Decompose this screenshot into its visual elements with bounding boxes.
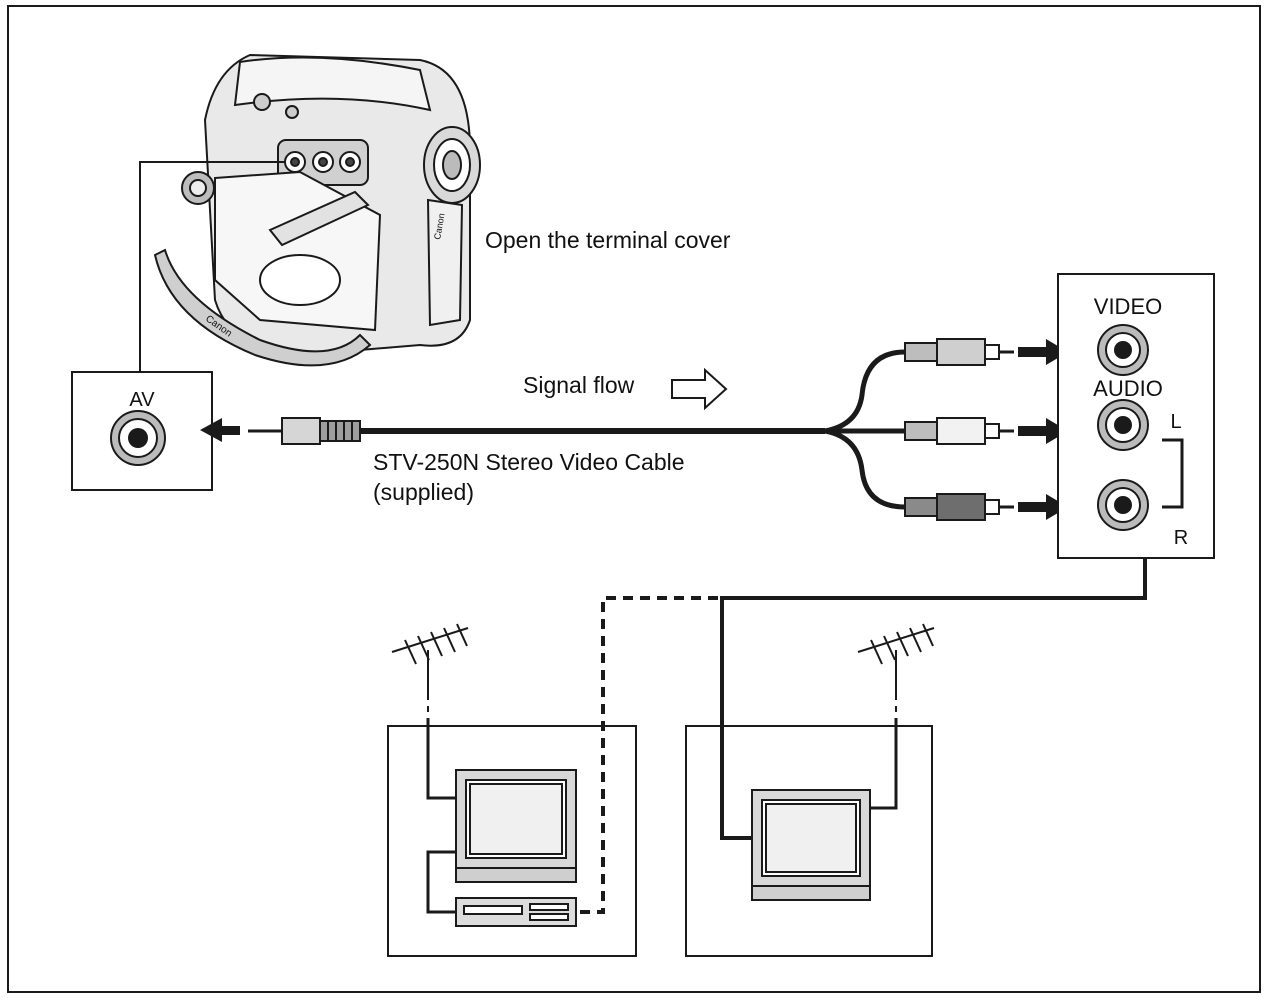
cable-branch-video	[824, 349, 906, 434]
av-input-arrow	[200, 418, 240, 442]
tv-vcr-link-cable	[426, 850, 456, 914]
audio-label: AUDIO	[1093, 376, 1163, 401]
stereo-bracket	[1162, 438, 1184, 509]
audio-r-jack	[1097, 479, 1149, 531]
vcr-icon	[455, 897, 577, 927]
tv-direct-connection-line	[720, 558, 1147, 840]
vcr-dashed-connection-line	[576, 596, 718, 914]
signal-flow-arrow	[671, 367, 728, 411]
tv-icon	[455, 769, 577, 883]
tv-vcr-setup-box	[387, 725, 637, 957]
rca-plug-audio-r	[904, 493, 1014, 521]
tv-setup-box	[685, 725, 933, 957]
rca-plug-audio-l	[904, 417, 1014, 445]
signal-flow-label: Signal flow	[523, 372, 635, 398]
camcorder-illustration	[153, 53, 481, 367]
av-jack	[110, 410, 166, 466]
audio-right-label: R	[1174, 527, 1188, 549]
open-cover-label: Open the terminal cover	[485, 227, 731, 253]
cable-branch-audio-r	[824, 428, 906, 510]
antenna-icon	[857, 623, 935, 712]
cable-note-label: (supplied)	[373, 479, 474, 505]
camcorder-brand-mark: Canon	[432, 212, 446, 240]
cable-name-label: STV-250N Stereo Video Cable	[373, 449, 685, 475]
audio-l-jack	[1097, 399, 1149, 451]
mini-plug	[248, 417, 361, 445]
tv-icon	[751, 789, 871, 901]
av-label: AV	[129, 389, 155, 411]
video-jack	[1097, 324, 1149, 376]
rca-plug-video	[904, 338, 1014, 366]
terminal-leader-line	[139, 161, 285, 372]
left-antenna-cable	[426, 718, 456, 800]
right-antenna-cable	[870, 718, 898, 810]
audio-left-label: L	[1170, 411, 1181, 433]
antenna-icon	[391, 623, 469, 712]
video-label: VIDEO	[1094, 294, 1162, 319]
